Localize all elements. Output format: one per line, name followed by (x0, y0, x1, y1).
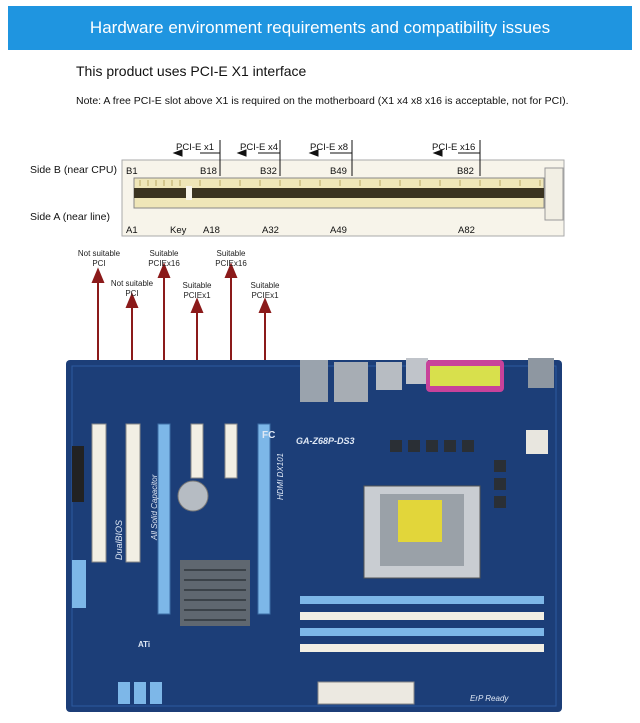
callout-pci-2: Not suitable PCI (97, 279, 167, 299)
front-panel-header (72, 446, 84, 502)
pcie-x16-slot (157, 423, 171, 615)
board-model-label: GA-Z68P-DS3 (296, 436, 355, 446)
pcie-x1-slot (224, 423, 238, 479)
dimm-slot (300, 596, 544, 604)
callout-status: Suitable (149, 249, 179, 258)
pcie-x16-slot (257, 423, 271, 615)
callout-slot: PCIEx1 (251, 291, 279, 300)
callout-slot: PCIEx1 (183, 291, 211, 300)
power-connector (526, 430, 548, 454)
capacitor-label: All Solid Capacitor (150, 474, 159, 540)
socket-cover-sticker (398, 500, 442, 542)
pci-slot (91, 423, 107, 563)
callout-slot: PCI (125, 289, 139, 298)
cmos-battery (177, 480, 209, 512)
compatibility-note: Note: A free PCI-E slot above X1 is requ… (76, 95, 569, 107)
lane-markers (172, 140, 481, 176)
dimm-slot (300, 644, 544, 652)
pin-a1: A1 (126, 225, 138, 236)
pcie-x1-slot (190, 423, 204, 479)
pin-b18: B18 (200, 166, 217, 177)
lane-label-x4: PCI-E x4 (240, 142, 279, 153)
io-port (376, 362, 402, 390)
usb-header (72, 560, 86, 608)
side-b-label: Side B (near CPU) (30, 164, 117, 176)
sata-port (118, 682, 130, 704)
pin-b82: B82 (457, 166, 474, 177)
sata-port (134, 682, 146, 704)
callout-status: Not suitable (77, 249, 121, 258)
io-port (334, 362, 368, 402)
connector-pins (139, 180, 541, 186)
pin-a49: A49 (330, 225, 347, 236)
hdmi-label: HDMI DX101 (276, 452, 285, 500)
callout-pciex16-1: Suitable PCIEx16 (134, 249, 194, 269)
side-a-label: Side A (near line) (30, 211, 110, 223)
callout-status: Not suitable (110, 279, 154, 288)
connector-key (186, 186, 192, 200)
callout-pciex16-2: Suitable PCIEx16 (201, 249, 261, 269)
callout-slot: PCIEx16 (148, 259, 180, 268)
ati-label: ATi (138, 640, 151, 649)
connector-groove (134, 188, 544, 198)
pin-b32: B32 (260, 166, 277, 177)
callout-status: Suitable (216, 249, 246, 258)
callout-slot: PCIEx16 (215, 259, 247, 268)
pin-b49: B49 (330, 166, 347, 177)
pci-slot (125, 423, 141, 563)
header-banner: Hardware environment requirements and co… (8, 6, 632, 50)
dimm-slot (300, 628, 544, 636)
io-port (300, 360, 328, 402)
callout-slot: PCI (92, 259, 106, 268)
atx-power-connector (317, 681, 415, 705)
vrm-components (390, 440, 506, 508)
sata-port (150, 682, 162, 704)
lane-label-x1: PCI-E x1 (176, 142, 215, 153)
callout-status: Suitable (182, 281, 212, 290)
lane-label-x16: PCI-E x16 (432, 142, 476, 153)
io-port (406, 358, 428, 384)
pin-a82: A82 (458, 225, 475, 236)
fc-mark: FC (262, 430, 276, 441)
callout-status: Suitable (250, 281, 280, 290)
io-port (528, 358, 554, 388)
connector-latch (544, 167, 564, 221)
interface-headline: This product uses PCI-E X1 interface (76, 63, 307, 79)
callout-pciex1-2: Suitable PCIEx1 (235, 281, 295, 301)
pin-a32: A32 (262, 225, 279, 236)
pin-key: Key (170, 225, 187, 236)
callout-pci-1: Not suitable PCI (64, 249, 134, 269)
lane-label-x8: PCI-E x8 (310, 142, 349, 153)
dimm-slot (300, 612, 544, 620)
header-title: Hardware environment requirements and co… (89, 18, 551, 37)
dualbios-label: DualBIOS (114, 519, 124, 560)
callout-pciex1-1: Suitable PCIEx1 (167, 281, 227, 301)
pin-b1: B1 (126, 166, 138, 177)
motherboard-photo (66, 358, 562, 712)
pin-a18: A18 (203, 225, 220, 236)
erp-label: ErP Ready (470, 694, 509, 703)
